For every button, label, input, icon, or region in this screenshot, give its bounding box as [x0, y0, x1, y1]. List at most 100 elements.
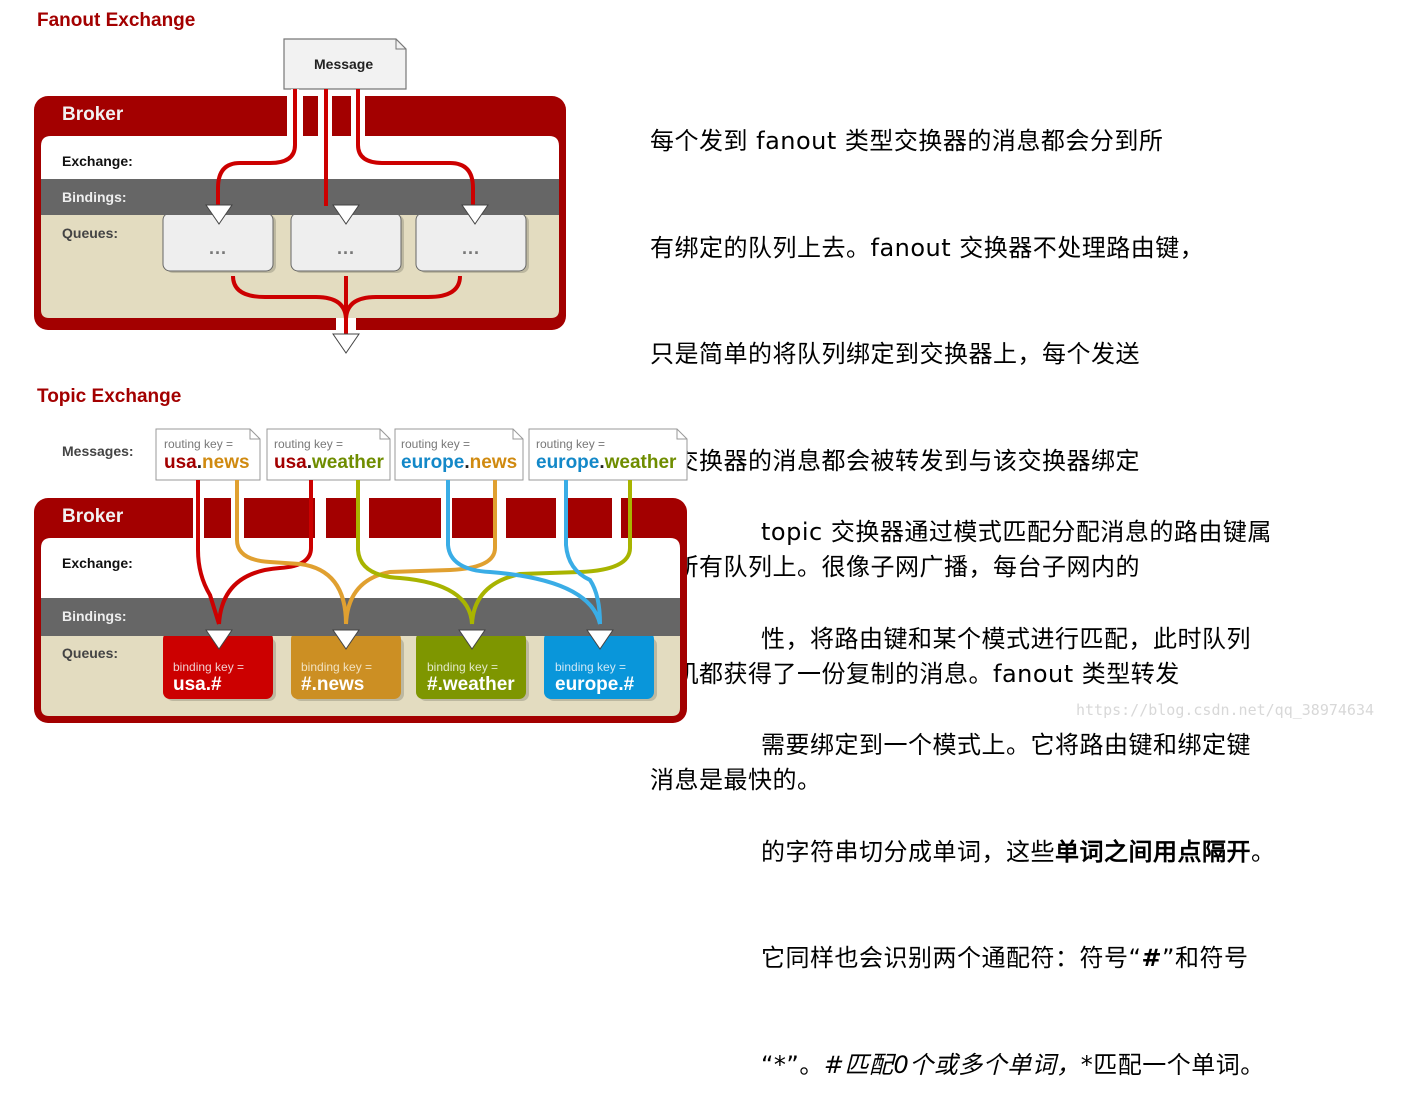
- fanout-exchange-label: Exchange:: [62, 153, 133, 169]
- msg-part2: news: [202, 452, 250, 473]
- routing-key-label: routing key =: [401, 437, 471, 451]
- topic-queue-4-text: binding key = europe.#: [555, 660, 634, 696]
- desc-text: 的字符串切分成单词，这些: [761, 837, 1055, 866]
- msg-part2: news: [469, 452, 518, 473]
- fanout-title: Fanout Exchange: [37, 10, 196, 31]
- topic-queue-2-text: binding key = #.news: [301, 660, 372, 696]
- routing-key-label: routing key =: [164, 437, 234, 451]
- msg-part1: europe: [536, 452, 600, 473]
- topic-description: topic 交换器通过模式匹配分配消息的路由键属 性，将路由键和某个模式进行匹配…: [761, 444, 1276, 1119]
- fanout-broker-label: Broker: [62, 104, 124, 125]
- topic-message-2: routing key = usa.weather: [274, 437, 384, 474]
- topic-arrow-3: [458, 629, 486, 650]
- route-usa-weather-to-usa: [217, 480, 313, 625]
- fanout-exchange-row: [41, 136, 559, 179]
- topic-queue-3-text: binding key = #.weather: [427, 660, 515, 696]
- route-usa-news-to-news: [235, 480, 348, 625]
- fanout-queue-3-content: ...: [462, 238, 481, 258]
- fanout-queue-1-content: ...: [209, 238, 228, 258]
- binding-key-label: binding key =: [301, 660, 373, 674]
- fanout-queue-2: [290, 212, 404, 273]
- fanout-output-lines: [231, 275, 462, 334]
- topic-arrow-1: [205, 629, 233, 650]
- msg-dot: .: [306, 452, 313, 473]
- msg-part1: europe: [401, 452, 465, 473]
- routing-key-label: routing key =: [274, 437, 344, 451]
- binding-key-label: binding key =: [173, 660, 245, 674]
- msg-part1: usa: [274, 452, 307, 473]
- topic-desc-line: 的字符串切分成单词，这些单词之间用点隔开。: [761, 835, 1276, 871]
- topic-desc-line: “*”。#匹配0个或多个单词，*匹配一个单词。: [761, 1048, 1276, 1084]
- fanout-desc-line: 到交换器的消息都会被转发到与该交换器绑定: [650, 446, 1140, 475]
- msg-part2: weather: [312, 452, 384, 473]
- topic-message-1: routing key = usa.news: [164, 437, 250, 474]
- route-europe-news-to-news: [344, 480, 497, 625]
- fanout-desc-line: 主机都获得了一份复制的消息。fanout 类型转发: [650, 659, 1180, 688]
- msg-part1: usa: [164, 452, 197, 473]
- topic-desc-line: 性，将路由键和某个模式进行匹配，此时队列: [761, 624, 1251, 653]
- desc-italic: #匹配0个或多个单词，: [823, 1050, 1081, 1079]
- fanout-arrow-3: [461, 204, 489, 225]
- binding-key-label: binding key =: [427, 660, 499, 674]
- routing-key-label: routing key =: [536, 437, 606, 451]
- topic-arrow-4: [586, 629, 614, 650]
- topic-route-lines: [196, 480, 632, 625]
- route-europe-weather-to-europe: [564, 480, 602, 625]
- topic-message-box-2: [266, 428, 391, 481]
- fanout-diagram: [34, 38, 566, 354]
- fanout-desc-line: 只是简单的将队列绑定到交换器上，每个发送: [650, 340, 1140, 368]
- topic-title: Topic Exchange: [37, 386, 182, 407]
- topic-desc-line: 它同样也会识别两个通配符：符号“#”和符号: [761, 941, 1276, 977]
- topic-message-box-4: [528, 428, 688, 481]
- topic-queue-box-1: [163, 632, 273, 699]
- topic-message-box-1: [155, 428, 261, 481]
- topic-queues-label: Queues:: [62, 645, 119, 661]
- topic-arrow-2: [332, 629, 360, 650]
- topic-bindings-label: Bindings:: [62, 608, 127, 624]
- topic-queue-box-4: [544, 632, 654, 699]
- desc-text: ”和符号: [1162, 944, 1249, 972]
- desc-text: 。: [1251, 837, 1276, 866]
- route-europe-weather-to-weather: [470, 480, 632, 625]
- msg-dot: .: [599, 452, 605, 473]
- fanout-desc-line: 的所有队列上。很像子网广播，每台子网内的: [650, 553, 1140, 581]
- desc-text: *匹配一个单词。: [1080, 1050, 1265, 1079]
- msg-dot: .: [196, 452, 203, 473]
- topic-messages-label: Messages:: [62, 443, 134, 459]
- binding-key-value: usa.#: [173, 674, 222, 695]
- fanout-desc-line: 有绑定的队列上去。fanout 交换器不处理路由键，: [650, 233, 1205, 262]
- topic-exchange-label: Exchange:: [62, 555, 133, 571]
- fanout-output-arrow: [332, 333, 360, 354]
- desc-text: 它同样也会识别两个通配符：符号“: [761, 944, 1142, 972]
- binding-key-value: #.weather: [427, 674, 515, 695]
- topic-message-box-3: [394, 428, 524, 481]
- binding-key-value: europe.#: [555, 674, 635, 695]
- msg-part2: weather: [604, 452, 677, 473]
- fanout-message-label: Message: [314, 56, 374, 72]
- fanout-queue-3: [415, 212, 529, 273]
- fanout-queue-1: [162, 212, 276, 273]
- topic-bindings-row: [41, 598, 680, 636]
- fanout-route-lines: [216, 89, 475, 206]
- fanout-queues-label: Queues:: [62, 225, 119, 241]
- topic-queue-1-text: binding key = usa.#: [173, 660, 244, 696]
- route-usa-news-to-usa: [196, 480, 221, 625]
- topic-desc-line: 需要绑定到一个模式上。它将路由键和绑定键: [761, 731, 1251, 759]
- topic-message-3: routing key = europe.news: [401, 437, 517, 474]
- desc-emphasis: 单词之间用点隔开: [1055, 837, 1251, 866]
- route-europe-news-to-europe: [446, 480, 602, 625]
- topic-queue-box-3: [416, 632, 526, 699]
- fanout-arrow-2: [332, 204, 360, 225]
- route-usa-weather-to-weather: [356, 480, 474, 625]
- desc-emphasis: #: [1141, 944, 1163, 972]
- topic-diagram: [34, 428, 688, 723]
- topic-message-4: routing key = europe.weather: [536, 437, 676, 474]
- desc-text: “*”。: [761, 1050, 824, 1079]
- topic-queue-boxes: [41, 630, 680, 701]
- fanout-queue-2-content: ...: [337, 238, 356, 258]
- fanout-message-box: [283, 38, 407, 90]
- fanout-bindings-label: Bindings:: [62, 189, 127, 205]
- topic-desc-line: topic 交换器通过模式匹配分配消息的路由键属: [761, 518, 1272, 546]
- binding-key-value: #.news: [301, 674, 365, 695]
- fanout-arrow-1: [205, 204, 233, 225]
